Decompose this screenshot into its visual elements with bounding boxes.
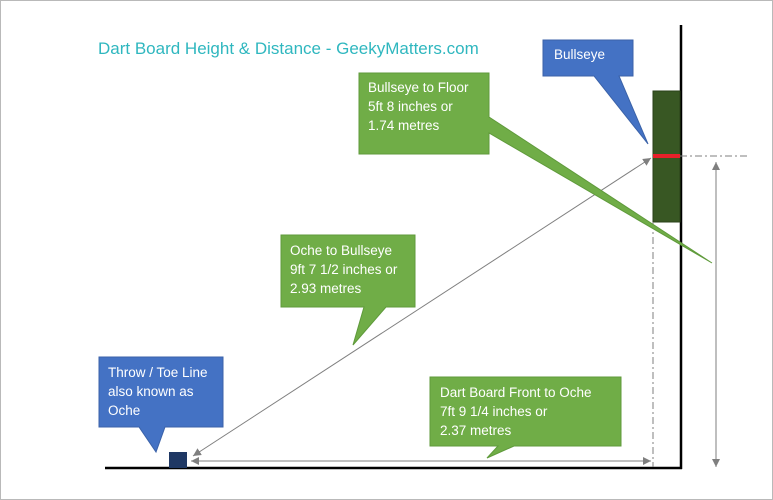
oche-to-bullseye-arrow: [192, 157, 652, 457]
throw-line-line-3: Oche: [108, 403, 141, 418]
bullseye-callout: Bullseye: [554, 45, 605, 64]
bullseye-callout-line: Bullseye: [554, 47, 606, 62]
oche-to-bullseye-callout-shape: [280, 234, 416, 346]
bullseye-to-floor-line-3: 1.74 metres: [368, 118, 440, 133]
oche-marker: [169, 452, 187, 468]
board-to-oche-line-2: 7ft 9 1/4 inches or: [440, 404, 548, 419]
bullseye-to-floor-line-1: Bullseye to Floor: [368, 80, 469, 95]
bullseye-to-floor-callout: Bullseye to Floor 5ft 8 inches or 1.74 m…: [368, 78, 469, 135]
diagram-title: Dart Board Height & Distance - GeekyMatt…: [98, 39, 479, 58]
throw-line-line-1: Throw / Toe Line: [108, 365, 208, 380]
board-to-oche-callout: Dart Board Front to Oche 7ft 9 1/4 inche…: [440, 383, 592, 440]
oche-to-bullseye-line-3: 2.93 metres: [290, 281, 362, 296]
throw-line-callout: Throw / Toe Line also known as Oche: [108, 363, 208, 420]
board-to-oche-line-3: 2.37 metres: [440, 423, 512, 438]
bullseye-to-floor-callout-shape: [358, 72, 713, 264]
bullseye-to-floor-line-2: 5ft 8 inches or: [368, 99, 453, 114]
oche-to-bullseye-line-1: Oche to Bullseye: [290, 243, 393, 258]
oche-to-bullseye-callout: Oche to Bullseye 9ft 7 1/2 inches or 2.9…: [290, 241, 397, 298]
bullseye-callout-shape: [542, 39, 649, 145]
board-to-oche-line-1: Dart Board Front to Oche: [440, 385, 592, 400]
oche-to-bullseye-line-2: 9ft 7 1/2 inches or: [290, 262, 398, 277]
board-to-oche-callout-shape: [429, 376, 622, 459]
throw-line-callout-shape: [98, 356, 224, 454]
throw-line-line-2: also known as: [108, 384, 194, 399]
